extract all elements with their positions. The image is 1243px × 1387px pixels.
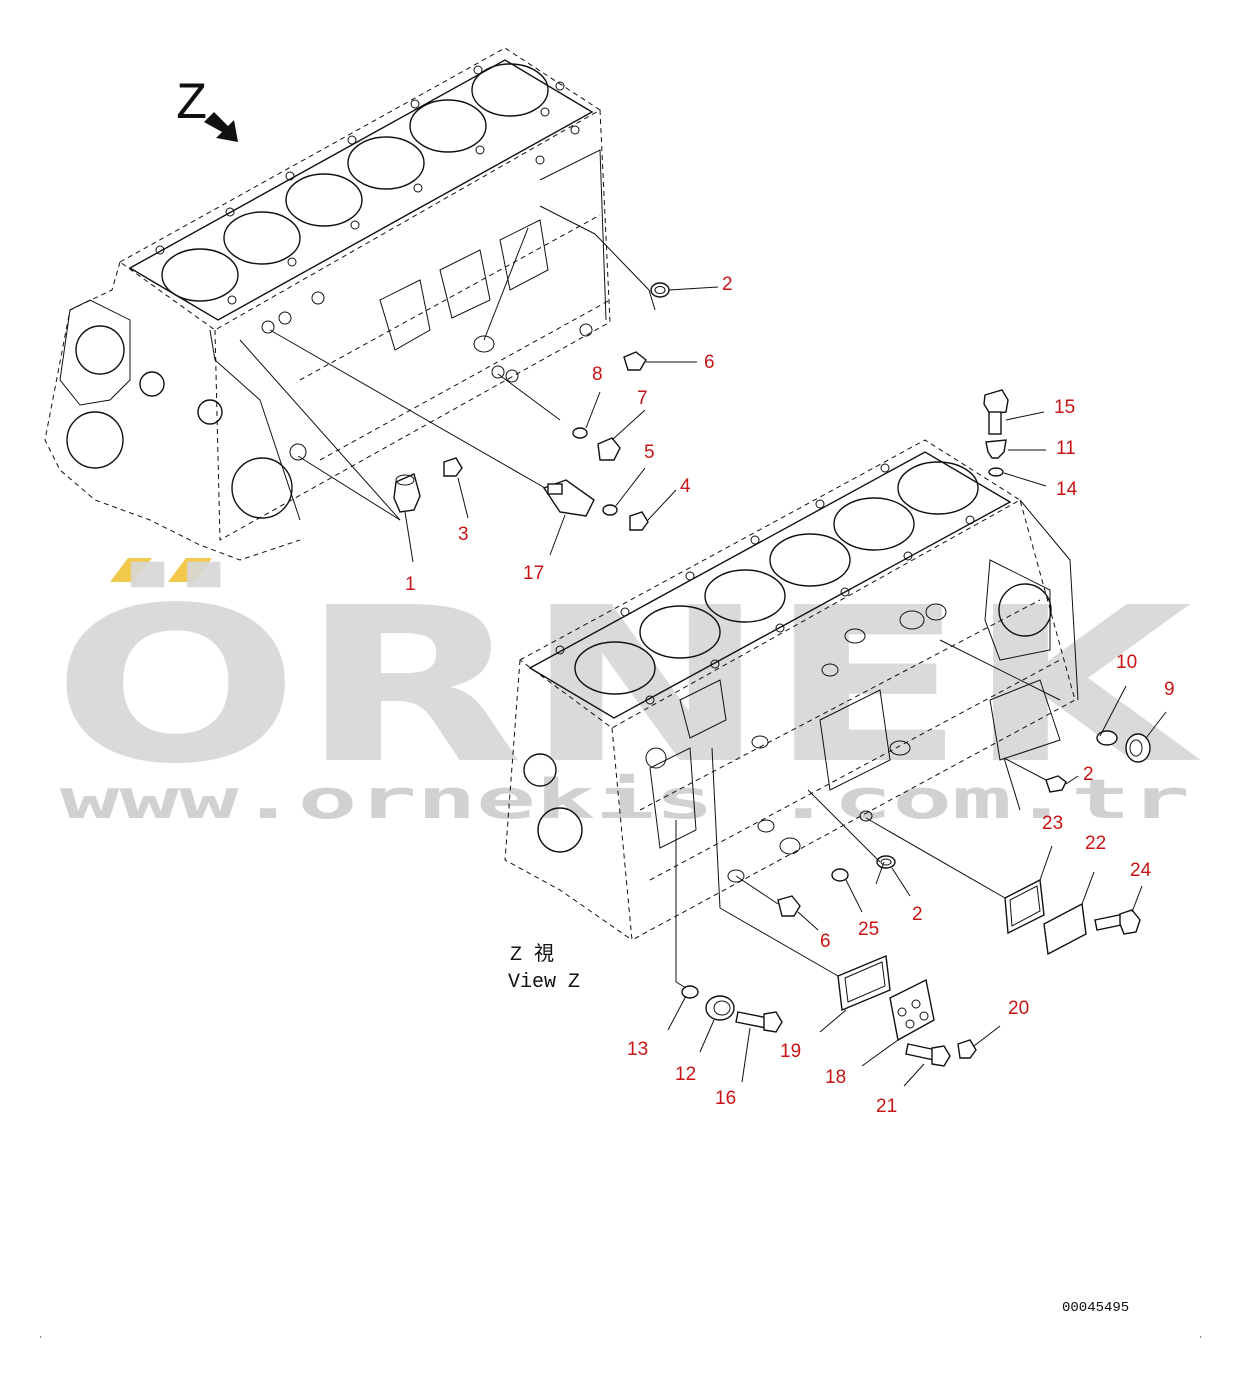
- part-22-cover: [1043, 902, 1087, 956]
- callout-2-upper: 2: [722, 274, 733, 295]
- callout-11: 11: [1056, 438, 1076, 459]
- view-caption: Z 視 View Z: [508, 942, 580, 994]
- part-2-upper-gasket: [650, 282, 670, 298]
- callout-labels: 1 2 2 2 3 4 5 6 6 7 8 9 10 11 12 13 14 1…: [405, 274, 1175, 1117]
- view-arrow-icon: [204, 112, 238, 142]
- callout-20: 20: [1008, 998, 1029, 1019]
- cylinder-bores-lower: [574, 461, 979, 695]
- part-19-gasket: [837, 954, 891, 1012]
- engine-block-lower: [504, 439, 1079, 941]
- callout-2-right: 2: [1083, 764, 1094, 785]
- callout-18: 18: [825, 1067, 846, 1088]
- callout-17: 17: [523, 563, 544, 584]
- part-2-lower-nut: [1045, 775, 1067, 793]
- callout-13: 13: [627, 1039, 648, 1060]
- callout-21: 21: [876, 1096, 897, 1117]
- part-12-cap: [705, 995, 735, 1021]
- part-25-oring: [831, 868, 849, 882]
- callout-25: 25: [858, 919, 879, 940]
- callout-6-upper: 6: [704, 352, 715, 373]
- callout-23: 23: [1042, 813, 1063, 834]
- corner-mark-left: [40, 1336, 41, 1338]
- part-11-plug: [985, 439, 1007, 459]
- callout-15: 15: [1054, 397, 1075, 418]
- part-4-plug: [629, 511, 649, 531]
- callout-14: 14: [1056, 479, 1078, 500]
- callout-1: 1: [405, 574, 416, 595]
- leaders-lower: [667, 411, 1167, 1087]
- callout-5: 5: [644, 442, 655, 463]
- part-2-lower-gasket: [876, 855, 896, 869]
- view-caption-en: View Z: [508, 971, 580, 994]
- engine-block-upper: [44, 47, 611, 561]
- part-20-bolt: [957, 1039, 977, 1059]
- callout-9: 9: [1164, 679, 1175, 700]
- part-8-oring: [572, 427, 588, 439]
- view-marker: Z: [176, 75, 238, 142]
- callout-16: 16: [715, 1088, 736, 1109]
- part-24-bolt: [1094, 909, 1141, 935]
- part-1-fitting: [393, 473, 421, 513]
- callout-2-lower: 2: [912, 904, 923, 925]
- part-18-cover: [889, 978, 935, 1042]
- callout-19: 19: [780, 1041, 801, 1062]
- watermark: ÖRNEK www.ornekis .com.tr: [52, 558, 1202, 831]
- part-21-bolt: [905, 1043, 951, 1067]
- watermark-accent-left: [110, 558, 152, 582]
- part-10-oring: [1096, 730, 1118, 746]
- part-15-bolt: [983, 389, 1009, 435]
- callout-12: 12: [675, 1064, 696, 1085]
- part-14-oring: [988, 467, 1004, 477]
- part-3-plug: [443, 457, 463, 477]
- part-7-plug: [597, 437, 621, 461]
- view-marker-letter: Z: [176, 75, 207, 134]
- part-6-lower-plug: [777, 895, 801, 917]
- callout-3: 3: [458, 524, 469, 545]
- part-13-oring: [681, 985, 699, 999]
- leaders-upper: [239, 205, 719, 563]
- callout-6-lower: 6: [820, 931, 831, 952]
- part-23-gasket: [1004, 878, 1045, 935]
- part-9-cap: [1125, 733, 1151, 763]
- watermark-accent-right: [168, 558, 212, 582]
- callout-7: 7: [637, 388, 648, 409]
- view-caption-jp: Z 視: [510, 942, 554, 967]
- callout-10: 10: [1116, 652, 1137, 673]
- part-5-oring: [602, 504, 618, 516]
- drawing-number: 00045495: [1062, 1300, 1129, 1316]
- part-6-upper-plug: [623, 351, 647, 371]
- callout-8: 8: [592, 364, 603, 385]
- part-16-bolt: [735, 1011, 783, 1033]
- corner-mark-right: [1200, 1336, 1201, 1338]
- callout-24: 24: [1130, 860, 1152, 881]
- callout-4: 4: [680, 476, 691, 497]
- part-17-sensor: [542, 479, 595, 517]
- cylinder-bores-upper: [161, 63, 549, 302]
- callout-22: 22: [1085, 833, 1106, 854]
- watermark-url: www.ornekis .com.tr: [60, 768, 1190, 831]
- watermark-brand: ÖRNEK: [52, 561, 1202, 811]
